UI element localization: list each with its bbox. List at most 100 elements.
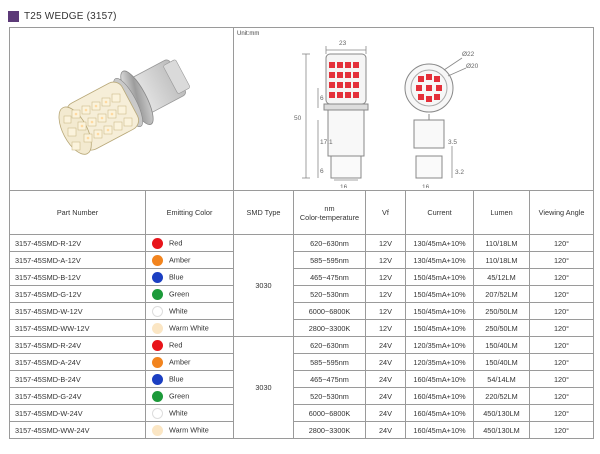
bulb-photo [58,59,190,155]
part-number-cell: 3157-45SMD-WW-12V [9,319,146,337]
color-swatch-icon [152,271,163,283]
dim-d1: 6 [320,95,324,102]
wavelength-cell: 520~530nm [293,285,366,303]
lumen-cell: 150/40LM [473,336,530,354]
viewing-angle-cell: 120° [528,421,595,439]
current-cell: 160/45mA+10% [405,387,474,405]
vf-cell: 12V [365,251,406,269]
col-nm-bottom: Color-temperature [299,212,360,222]
current-cell: 120/35mA+10% [405,353,474,371]
lumen-cell: 110/18LM [473,251,530,269]
smd-type-cell: 3030 [233,336,294,439]
smd-type-cell: 3030 [233,234,294,337]
part-number-cell: 3157-45SMD-B-12V [9,268,146,286]
color-swatch-icon [152,339,163,351]
section-header: T25 WEDGE (3157) [8,8,117,24]
vf-cell: 12V [365,268,406,286]
color-name: Red [169,237,183,247]
viewing-angle-cell: 120° [528,285,595,303]
lumen-cell: 54/14LM [473,370,530,388]
emitting-color-cell: Amber [145,251,234,269]
current-cell: 160/45mA+10% [405,370,474,388]
section-title: T25 WEDGE (3157) [24,10,117,22]
color-name: White [169,407,188,417]
col-lumen: Lumen [473,190,530,235]
color-name: Green [169,288,190,298]
vf-cell: 24V [365,387,406,405]
color-swatch-icon [152,288,163,300]
viewing-angle-cell: 120° [528,370,595,388]
part-number-cell: 3157-45SMD-G-24V [9,387,146,405]
color-swatch-icon [152,237,163,249]
lumen-cell: 220/52LM [473,387,530,405]
part-number-cell: 3157-45SMD-A-24V [9,353,146,371]
emitting-color-cell: Green [145,387,234,405]
dimension-drawing: 23 50 6 17.1 6 16 Ø22 Ø20 16 3.5 3.2 [294,40,479,191]
emitting-color-cell: Warm White [145,421,234,439]
col-nm-top: nm [324,203,335,213]
lumen-cell: 450/130LM [473,421,530,439]
emitting-color-cell: Blue [145,370,234,388]
color-swatch-icon [152,305,163,317]
color-name: Warm White [169,424,209,434]
lumen-cell: 450/130LM [473,404,530,422]
current-cell: 130/45mA+10% [405,234,474,252]
col-viewing-angle: Viewing Angle [528,190,595,235]
color-swatch-icon [152,254,163,266]
part-number-cell: 3157-45SMD-W-12V [9,302,146,320]
current-cell: 150/45mA+10% [405,268,474,286]
emitting-color-cell: Red [145,336,234,354]
wavelength-cell: 620~630nm [293,234,366,252]
wavelength-cell: 6000~6800K [293,302,366,320]
current-cell: 150/45mA+10% [405,302,474,320]
color-name: Blue [169,373,184,383]
wavelength-cell: 585~595nm [293,353,366,371]
vf-cell: 12V [365,234,406,252]
part-number-cell: 3157-45SMD-G-12V [9,285,146,303]
vf-cell: 12V [365,319,406,337]
dim-d3: 6 [320,168,324,175]
dim-side-thickness: 3.5 [448,139,457,146]
current-cell: 150/45mA+10% [405,319,474,337]
col-emitting-color: Emitting Color [145,190,234,235]
color-swatch-icon [152,407,163,419]
part-number-cell: 3157-45SMD-R-24V [9,336,146,354]
color-swatch-icon [152,322,163,334]
current-cell: 130/45mA+10% [405,251,474,269]
dimension-drawing-cell: Unit:mm [232,27,595,191]
color-name: Blue [169,271,184,281]
viewing-angle-cell: 120° [528,336,595,354]
viewing-angle-cell: 120° [528,387,595,405]
color-name: White [169,305,188,315]
dim-height-total: 50 [294,115,302,122]
vf-cell: 24V [365,353,406,371]
emitting-color-cell: Red [145,234,234,252]
wavelength-cell: 465~475nm [293,268,366,286]
lumen-cell: 110/18LM [473,234,530,252]
emitting-color-cell: White [145,404,234,422]
lumen-cell: 150/40LM [473,353,530,371]
current-cell: 120/35mA+10% [405,336,474,354]
wavelength-cell: 620~630nm [293,336,366,354]
dim-d2: 17.1 [320,139,333,146]
vf-cell: 24V [365,404,406,422]
color-swatch-icon [152,390,163,402]
spec-table: Unit:mm [9,27,595,439]
current-cell: 160/45mA+10% [405,421,474,439]
col-current: Current [405,190,474,235]
wavelength-cell: 6000~6800K [293,404,366,422]
emitting-color-cell: White [145,302,234,320]
color-name: Warm White [169,322,209,332]
emitting-color-cell: Green [145,285,234,303]
color-swatch-icon [152,424,163,436]
